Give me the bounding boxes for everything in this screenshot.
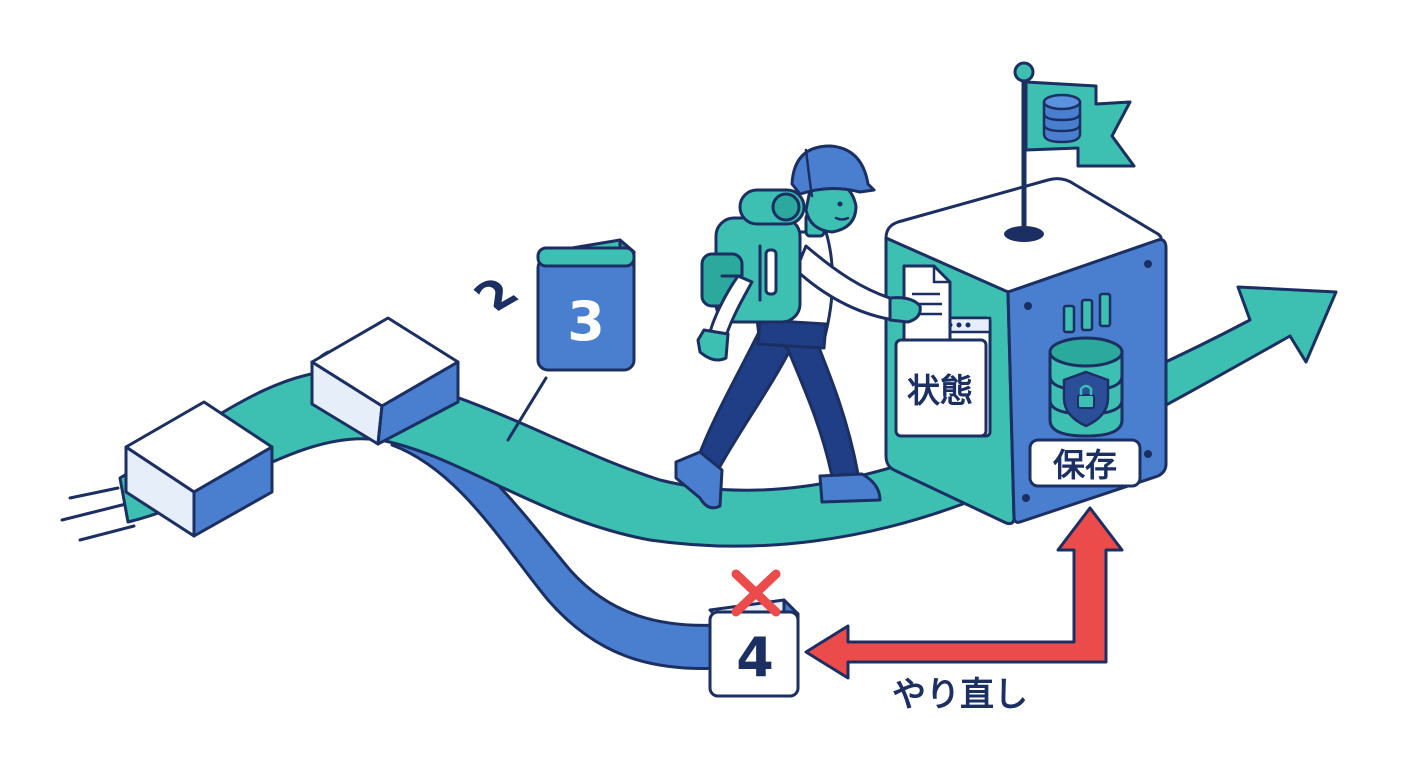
- back-shoe: [674, 450, 724, 510]
- step-3-label: 3: [567, 290, 605, 353]
- save-label: 保存: [1053, 446, 1117, 484]
- document-icon: [902, 264, 952, 344]
- save-badge: [1028, 438, 1142, 488]
- step-2-label: 2: [462, 270, 530, 320]
- checkpoint-flag: [1004, 61, 1136, 242]
- red-x-icon: [731, 569, 781, 617]
- step-4-box: 4: [708, 598, 800, 698]
- hiker-character: [674, 144, 922, 510]
- front-shoe: [818, 472, 882, 504]
- state-label: 状態: [907, 371, 973, 410]
- step-4-label: 4: [736, 626, 774, 689]
- database-icon: [1042, 93, 1082, 144]
- signal-bars: [1062, 292, 1112, 334]
- state-card: [894, 338, 988, 438]
- retry-label: やり直し: [892, 675, 1028, 715]
- locked-database-icon: [1048, 336, 1124, 438]
- step-2-box: 2: [310, 270, 531, 446]
- speed-lines: [60, 486, 136, 542]
- helmet: [790, 144, 876, 196]
- step-3-pointer: [506, 376, 548, 442]
- step-3-box: 3: [536, 238, 636, 372]
- retry-arrow: [804, 506, 1124, 680]
